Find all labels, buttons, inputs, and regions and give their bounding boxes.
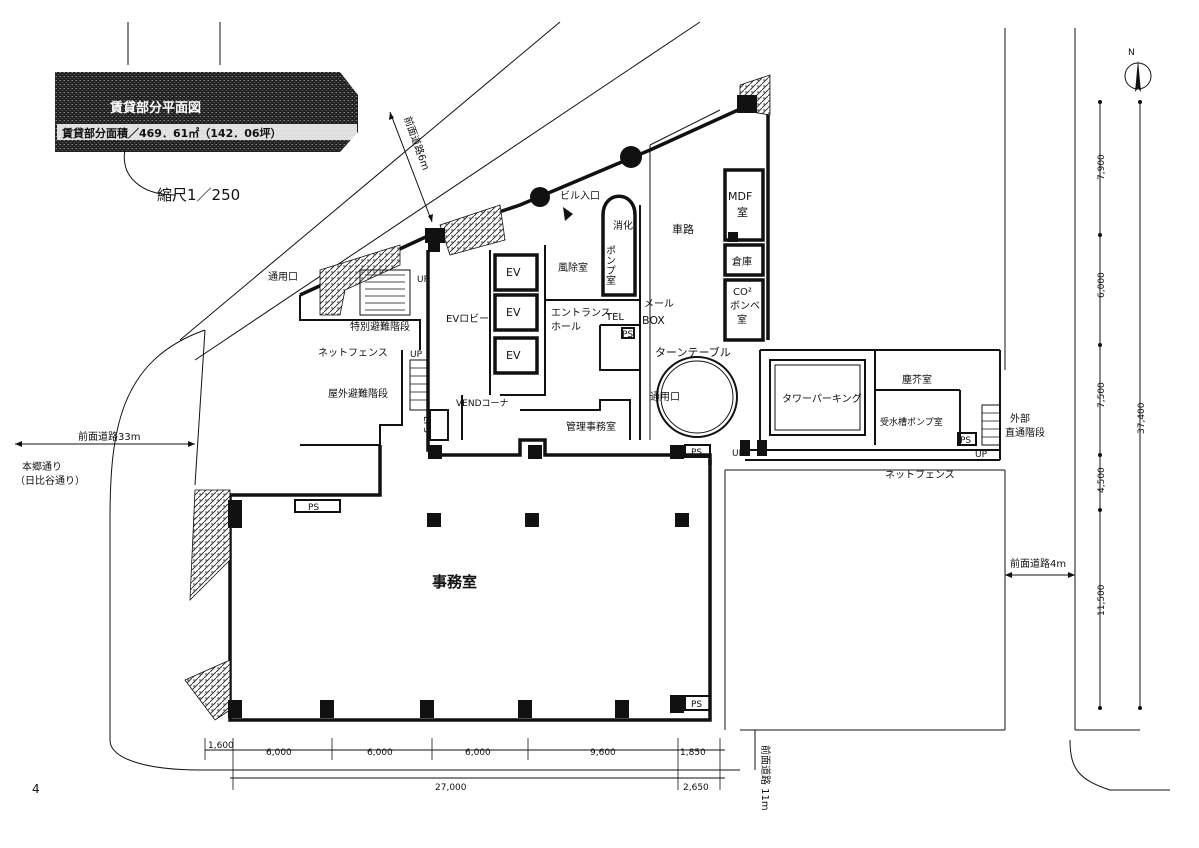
- title-block: 賃貸部分平面図 賃貸部分面積／469．61㎡（142．06坪） 縮尺1／250: [55, 72, 358, 204]
- ev-label-2: EV: [506, 306, 521, 319]
- left-street-name: 本郷通り: [22, 460, 62, 473]
- ps-label-1: PS: [308, 503, 319, 513]
- office-label: 事務室: [432, 573, 477, 591]
- labels: 事務室 EVロビー 風除室 エントランス ホール 消化 ポンプ室 MDF 室 倉…: [15, 115, 1147, 811]
- ext-stair-label-1: 外部: [1010, 412, 1030, 425]
- co2-label-3: 室: [737, 313, 747, 326]
- management-label: 管理事務室: [566, 420, 616, 433]
- dim-bottom-5: 9,600: [590, 748, 616, 758]
- net-fence-label-2: ネットフェンス: [885, 469, 955, 481]
- net-fence-label: ネットフェンス: [318, 347, 388, 359]
- service-entrance-label: 通用口: [268, 271, 298, 283]
- top-road-label: 前面道路6m: [401, 115, 432, 172]
- up-label-3: UP: [732, 449, 745, 459]
- tower-parking-label: タワーパーキング: [782, 392, 862, 405]
- elevators: EV EV EV: [493, 253, 539, 375]
- ps-label-3: PS: [691, 700, 702, 710]
- compass-needle-icon: [1135, 60, 1141, 92]
- fire-pump-label-1: 消化: [613, 219, 633, 232]
- building-outline: [228, 98, 1001, 722]
- driveway-label: 車路: [672, 222, 694, 236]
- property-lines: [109, 21, 1170, 791]
- area-text: 賃貸部分面積／469．61㎡（142．06坪）: [61, 126, 282, 140]
- bottom-dimensions: [204, 738, 725, 790]
- right-road-label: 前面道路4m: [1010, 557, 1066, 570]
- mail-label-1: メール: [644, 299, 674, 310]
- service-entrance-label-2: 通用口: [650, 391, 680, 403]
- turntable-label: ターンテーブル: [655, 345, 731, 359]
- dim-bottom-4: 6,000: [465, 748, 491, 758]
- mdf-label-1: MDF: [728, 190, 752, 203]
- up-label-1: UP: [417, 275, 430, 285]
- elevator-1: [493, 253, 539, 292]
- dim-bottom-extra: 2,650: [683, 783, 709, 793]
- up-label-4: UP: [975, 450, 988, 460]
- special-stair-label: 特別避難階段: [350, 320, 410, 333]
- road-arrows: [15, 111, 1075, 770]
- mdf-label-2: 室: [737, 205, 748, 219]
- entrance-label-1: エントランス: [551, 307, 611, 319]
- co2-label-2: ボンベ: [730, 300, 760, 312]
- dim-bottom-2: 6,000: [266, 748, 292, 758]
- dim-right-1: 7,900: [1097, 154, 1107, 180]
- waste-label: 塵芥室: [902, 373, 932, 386]
- columns: [228, 95, 767, 718]
- mail-label-2: BOX: [642, 314, 665, 327]
- trees: [530, 109, 721, 440]
- building-entrance-label: ビル入口: [560, 190, 600, 202]
- scale-text: 縮尺1／250: [157, 186, 240, 204]
- bottom-road-label: 前面道路 11m: [759, 745, 772, 811]
- water-pump-label: 受水槽ポンプ室: [880, 416, 943, 428]
- elevator-2: [493, 293, 539, 332]
- ps-label-2: PS: [691, 448, 702, 458]
- left-road-label: 前面道路33m: [78, 430, 140, 443]
- ps-boxes: PS PS PS PS PS: [294, 327, 977, 711]
- dim-right-4: 4,500: [1097, 467, 1107, 493]
- compass-label: N: [1128, 48, 1135, 58]
- ev-lobby-label: EVロビー: [446, 313, 489, 325]
- windbreak-label: 風除室: [558, 261, 588, 274]
- ev-label-1: EV: [506, 266, 521, 279]
- entrance-arrow-icon: [563, 207, 573, 221]
- page-number: 4: [32, 782, 40, 796]
- outdoor-stair-label: 屋外避難階段: [328, 387, 388, 400]
- dim-bottom-6: 1,850: [680, 748, 706, 758]
- eps-label: EPS: [421, 416, 431, 433]
- dim-right-3: 7,500: [1097, 382, 1107, 408]
- fire-pump-label-2: ポンプ室: [604, 245, 616, 285]
- dim-bottom-1: 1,600: [208, 741, 234, 751]
- tel-label: TEL: [605, 312, 624, 323]
- ext-stair-label-2: 直通階段: [1005, 426, 1045, 439]
- up-label-2: UP: [410, 350, 423, 360]
- dim-bottom-3: 6,000: [367, 748, 393, 758]
- dim-right-total: 37,400: [1137, 402, 1147, 434]
- planters: [184, 74, 771, 721]
- vend-label: VENDコーナ: [456, 398, 509, 409]
- stairs: [359, 269, 1001, 446]
- right-dimensions: [1098, 100, 1142, 710]
- ev-label-3: EV: [506, 349, 521, 362]
- left-street-alt: （日比谷通り）: [15, 475, 85, 487]
- tree-1: [530, 187, 550, 207]
- compass: N: [1124, 48, 1152, 92]
- dim-right-2: 6,000: [1097, 272, 1107, 298]
- ps-label-4: PS: [960, 436, 971, 446]
- entrance-label-2: ホール: [551, 321, 581, 333]
- tree-2: [620, 146, 642, 168]
- dim-bottom-total: 27,000: [435, 783, 467, 793]
- title-text: 賃貸部分平面図: [109, 100, 201, 116]
- service-rooms: [601, 168, 866, 438]
- elevator-3: [493, 336, 539, 375]
- co2-label-1: CO²: [733, 287, 752, 298]
- ps-label-5: PS: [622, 330, 633, 340]
- dim-right-5: 11,500: [1097, 584, 1107, 616]
- storage-label: 倉庫: [732, 255, 752, 268]
